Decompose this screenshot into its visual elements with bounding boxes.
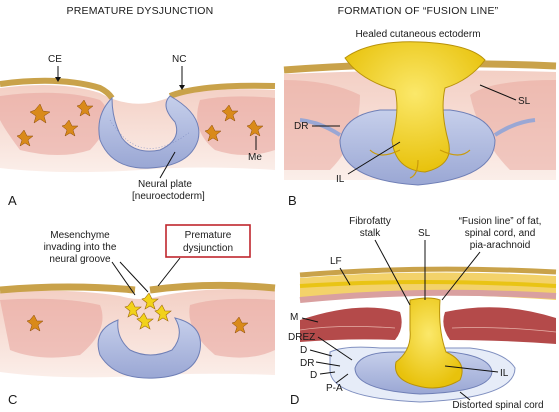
panel-c: Mesenchyme invading into the neural groo… [0, 224, 276, 407]
label-m: M [290, 312, 298, 323]
panel-c-ectoderm-right [149, 281, 276, 294]
label-d2: D [310, 370, 317, 381]
label-ce: CE [48, 54, 62, 65]
label-d1: D [300, 345, 307, 356]
label-lf: LF [330, 256, 342, 267]
panel-d-muscle-left [300, 307, 402, 342]
label-dysjunction: dysjunction [183, 243, 233, 254]
label-fusion-line: “Fusion line” of fat, [459, 216, 542, 227]
panel-d-muscle-right [443, 307, 556, 344]
panel-letter-b: B [288, 193, 297, 208]
label-me: Me [248, 152, 262, 163]
label-nc: NC [172, 54, 186, 65]
panel-b-fat [344, 41, 486, 173]
label-invading: invading into the [44, 242, 117, 253]
panel-a-ectoderm-left [0, 77, 115, 100]
panel-a: CE NC Me Neural plate [neuroectoderm] A [0, 54, 276, 208]
label-mesenchyme: Mesenchyme [50, 230, 110, 241]
label-neuroectoderm: [neuroectoderm] [132, 191, 205, 202]
panel-a-neural-plate [98, 95, 200, 169]
label-fibrofatty: Fibrofatty [349, 216, 391, 227]
left-header: PREMATURE DYSJUNCTION [67, 5, 214, 17]
panel-letter-c: C [8, 392, 17, 407]
right-header: FORMATION OF “FUSION LINE” [338, 5, 499, 17]
label-spinal-cord-and: spinal cord, and [465, 228, 536, 239]
panel-letter-d: D [290, 392, 299, 407]
label-il-d: IL [500, 368, 509, 379]
panel-d: Fibrofatty stalk SL “Fusion line” of fat… [288, 216, 557, 411]
label-drez: DREZ [288, 332, 315, 343]
label-neural-groove: neural groove [49, 254, 111, 265]
label-sl-b: SL [518, 96, 531, 107]
panel-letter-a: A [8, 193, 17, 208]
label-dr-b: DR [294, 121, 308, 132]
panel-a-ectoderm-right [168, 82, 276, 99]
label-premature: Premature [185, 230, 232, 241]
panel-d-fat-stalk [394, 297, 463, 389]
label-distorted-cord: Distorted spinal cord [452, 400, 543, 411]
panel-c-mesenchyme-cells [124, 292, 172, 330]
premature-dysjunction-box [165, 224, 251, 258]
label-sl-d: SL [418, 228, 431, 239]
panel-b: Healed cutaneous ectoderm SL DR IL B [283, 29, 557, 208]
label-neural-plate: Neural plate [138, 179, 192, 190]
panel-c-neural-tube [97, 317, 201, 379]
panel-c-ectoderm-left [0, 283, 136, 294]
label-stalk: stalk [360, 228, 382, 239]
panel-a-mesenchyme-cells [16, 99, 264, 147]
label-healed: Healed cutaneous ectoderm [355, 29, 480, 40]
label-dr-d: DR [300, 358, 314, 369]
label-il-b: IL [336, 174, 345, 185]
label-pia-arachnoid: pia-arachnoid [470, 240, 531, 251]
label-pa: P-A [326, 383, 343, 394]
